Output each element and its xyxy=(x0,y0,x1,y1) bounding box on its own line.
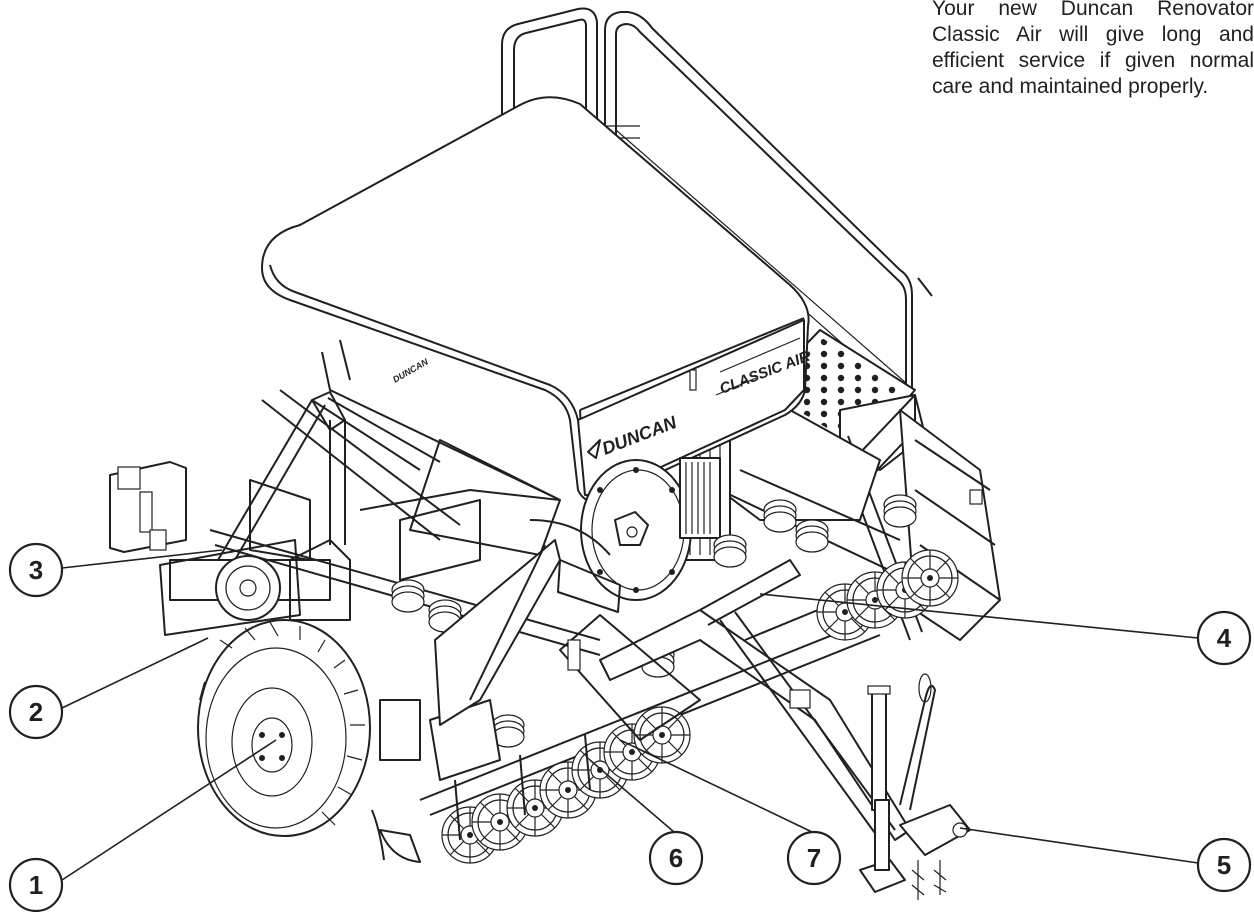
callout-label: 4 xyxy=(1217,623,1232,653)
front-frame xyxy=(379,539,581,761)
callout-circle xyxy=(8,857,64,912)
callout-circle xyxy=(786,830,842,886)
drive-pulley xyxy=(159,539,301,636)
rear-duncan-label: DUNCAN xyxy=(391,356,430,384)
callout-circle xyxy=(8,542,64,598)
transport-wheel xyxy=(197,619,371,837)
callout-7: 7 xyxy=(786,830,842,886)
rear-plate xyxy=(109,461,187,553)
callout-label: 2 xyxy=(29,697,43,727)
callout-circle xyxy=(648,830,704,886)
callout-label: 3 xyxy=(29,555,43,585)
callout-6: 6 xyxy=(648,830,704,886)
callout-4: 4 xyxy=(1196,610,1252,666)
callout-3: 3 xyxy=(8,542,64,598)
callout-label: 7 xyxy=(807,843,821,873)
callout-label: 6 xyxy=(669,843,683,873)
callout-circle xyxy=(1196,837,1252,893)
callout-circle xyxy=(1196,610,1252,666)
seed-hopper: CLASSIC AIR DUNCAN xyxy=(261,96,813,503)
blower-fan xyxy=(529,457,721,613)
callout-5: 5 xyxy=(1196,837,1252,893)
callout-leaders xyxy=(61,549,1199,881)
intro-paragraph: Your new Duncan Renovator Classic Air wi… xyxy=(932,0,1254,98)
callout-circle xyxy=(8,684,64,740)
callout-label: 5 xyxy=(1217,850,1231,880)
callout-label: 1 xyxy=(29,870,43,900)
callout-1: 1 xyxy=(8,857,64,912)
callout-2: 2 xyxy=(8,684,64,740)
